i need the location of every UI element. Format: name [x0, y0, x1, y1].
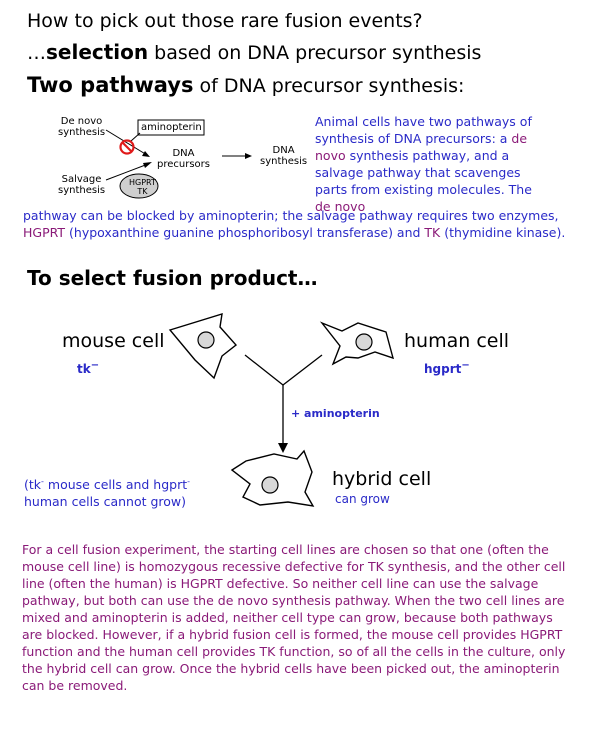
explanation-paragraph: For a cell fusion experiment, the starti… [22, 542, 566, 693]
fusion-arrowhead [278, 443, 288, 453]
block-icon-slash [121, 141, 133, 153]
mouse-cell-label: mouse cell [62, 330, 165, 352]
intro-paragraph-bottom: pathway can be blocked by aminopterin; t… [23, 208, 566, 240]
fusion-line-right [282, 354, 323, 386]
salvage-arrow [105, 163, 149, 181]
title-two-pathways: Two pathways [27, 73, 194, 97]
title-line-3: Two pathways of DNA precursor synthesis: [27, 74, 464, 97]
fusion-line-left [244, 354, 284, 386]
title-line-2: …selection based on DNA precursor synthe… [27, 41, 481, 64]
human-cell-label: human cell [404, 330, 510, 352]
hybrid-cell-nucleus [261, 476, 279, 494]
salvage-arrowhead [143, 162, 152, 168]
mouse-genotype: tk− [77, 360, 100, 376]
hybrid-cell-label: hybrid cell [332, 468, 432, 490]
enzyme-oval [119, 173, 159, 199]
human-cell-nucleus [355, 333, 373, 351]
title-line-3-rest: of DNA precursor synthesis: [193, 75, 465, 97]
title-ellipsis: … [27, 42, 46, 64]
title-line-1: How to pick out those rare fusion events… [27, 10, 423, 32]
hybrid-status: can grow [335, 492, 390, 506]
cannot-grow-note: (tk- mouse cells and hgprt-human cells c… [24, 477, 191, 510]
title-selection-word: selection [46, 40, 149, 64]
section-heading: To select fusion product… [27, 266, 318, 290]
aminopterin-connector [130, 132, 141, 142]
de-novo-arrow [105, 129, 148, 156]
aminopterin-label: aminopterin [141, 122, 202, 133]
block-icon [119, 139, 135, 155]
title-line-2-rest: based on DNA precursor synthesis [148, 42, 482, 64]
human-genotype: hgprt− [424, 360, 470, 376]
mouse-cell-nucleus [197, 331, 215, 349]
de-novo-arrowhead [142, 151, 150, 157]
synthesis-arrowhead [245, 153, 252, 159]
treatment-label: + aminopterin [291, 407, 380, 420]
aminopterin-box [137, 119, 205, 136]
intro-paragraph-top: Animal cells have two pathways of synthe… [315, 114, 532, 214]
